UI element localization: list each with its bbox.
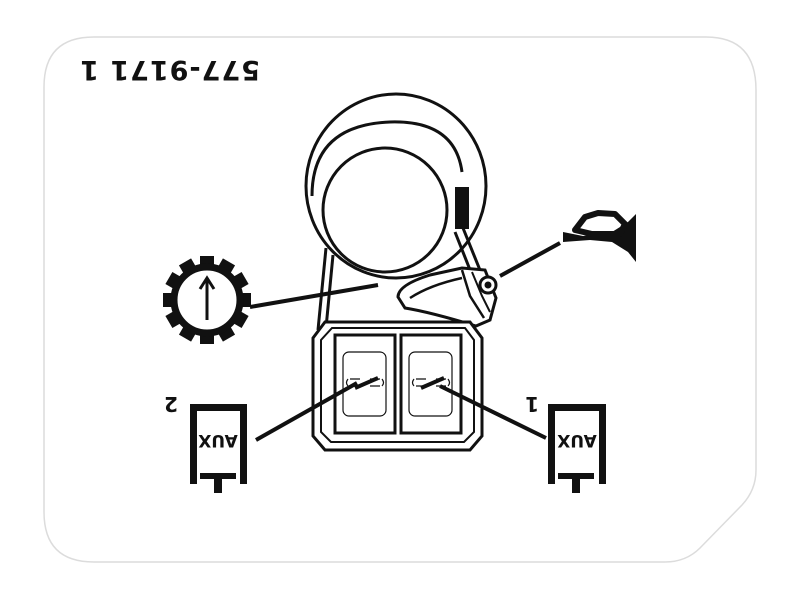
aux-cylinder-icon-left xyxy=(190,404,247,493)
joystick-icon xyxy=(304,92,498,331)
aux-cylinder-icon-right xyxy=(548,404,606,493)
aux-2-label: AUX xyxy=(198,430,238,450)
part-number-label: 577-9171 1 xyxy=(79,54,260,85)
aux-1-label: AUX xyxy=(557,430,597,450)
aux-2-number: 2 xyxy=(164,392,178,416)
switch-right xyxy=(399,333,463,435)
horn-icon xyxy=(563,210,636,262)
switch-panel xyxy=(311,320,484,452)
leader-lines xyxy=(249,241,561,442)
gear-with-up-arrow-icon xyxy=(163,256,251,344)
switch-left xyxy=(333,333,397,435)
aux-1-number: 1 xyxy=(525,392,539,416)
